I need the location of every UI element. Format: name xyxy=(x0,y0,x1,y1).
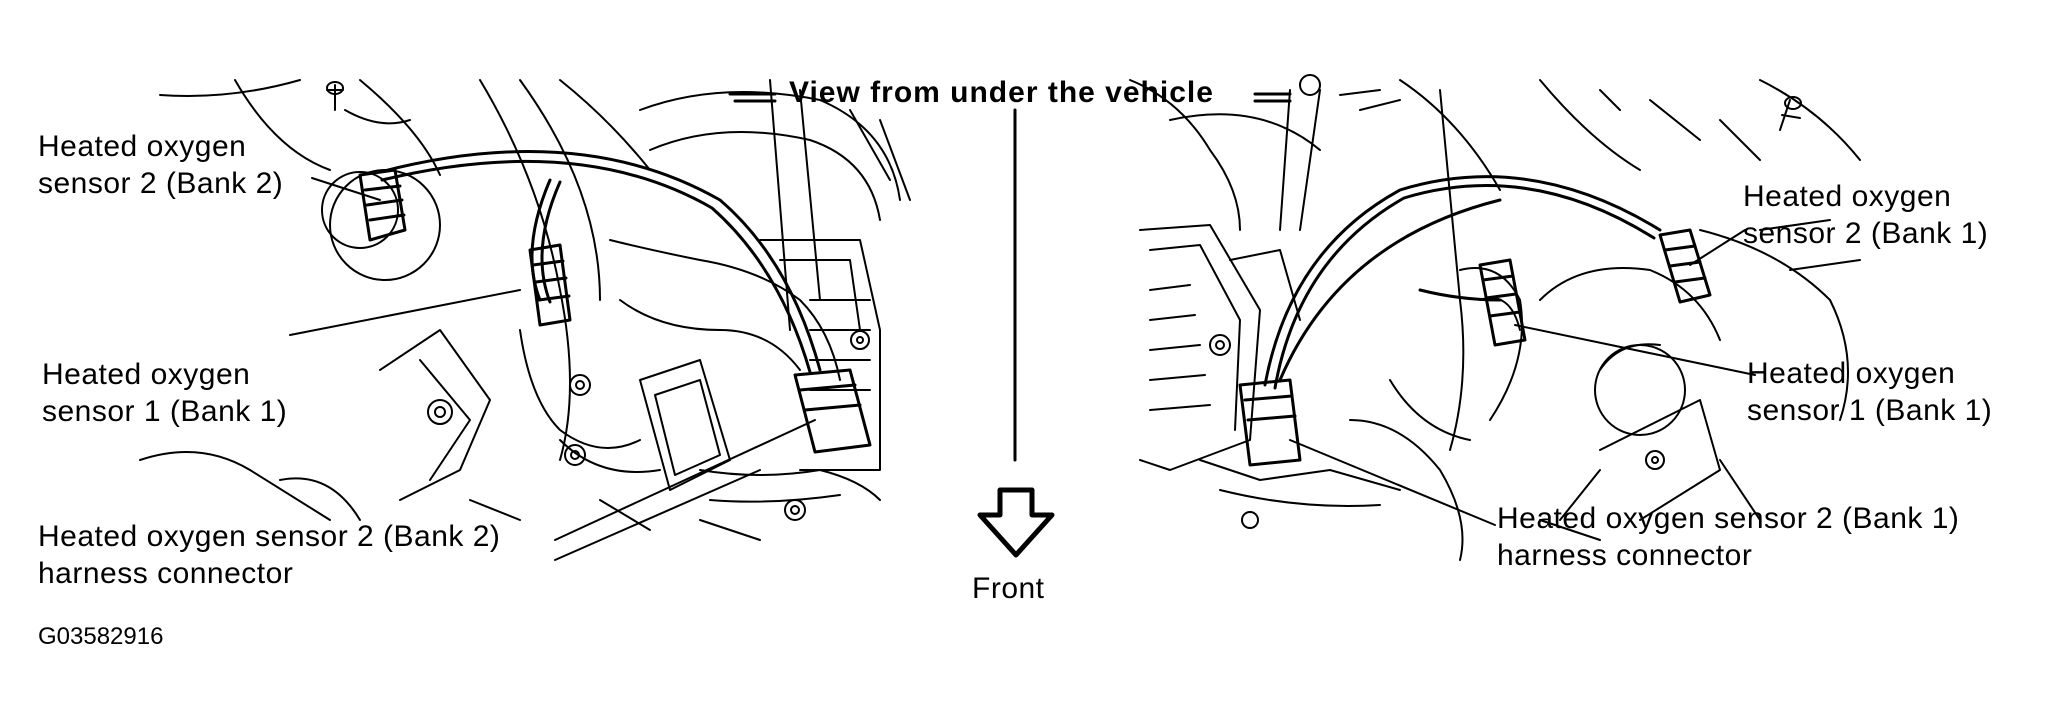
diagram-title: View from under the vehicle xyxy=(789,76,1214,109)
figure-code: G03582916 xyxy=(38,623,164,650)
right-harness-connector xyxy=(1238,378,1302,467)
right-view-drawing xyxy=(1129,74,1861,561)
right-leader-lines xyxy=(1289,229,1756,526)
left-sensor-2-body xyxy=(358,168,407,242)
left-connector-label: Heated oxygen sensor 2 (Bank 2) harness … xyxy=(38,520,501,590)
title-rule-lines xyxy=(728,92,1292,103)
front-label: Front xyxy=(972,572,1045,605)
right-connector-label: Heated oxygen sensor 2 (Bank 1) harness … xyxy=(1497,502,1960,572)
left-sensor-2-label: Heated oxygen sensor 2 (Bank 2) xyxy=(38,130,284,200)
right-sensor-harness xyxy=(1263,175,1662,390)
left-leader-lines xyxy=(289,177,816,561)
left-sensor-1-label: Heated oxygen sensor 1 (Bank 1) xyxy=(42,358,288,428)
right-sensor-2-label: Heated oxygen sensor 2 (Bank 1) xyxy=(1743,180,1989,250)
front-arrow-icon xyxy=(977,487,1055,558)
right-sensor-1-label: Heated oxygen sensor 1 (Bank 1) xyxy=(1747,357,1993,427)
left-harness-connector xyxy=(793,368,872,454)
left-sensor-1-body xyxy=(528,243,572,327)
right-sensor-1-body xyxy=(1478,258,1527,347)
